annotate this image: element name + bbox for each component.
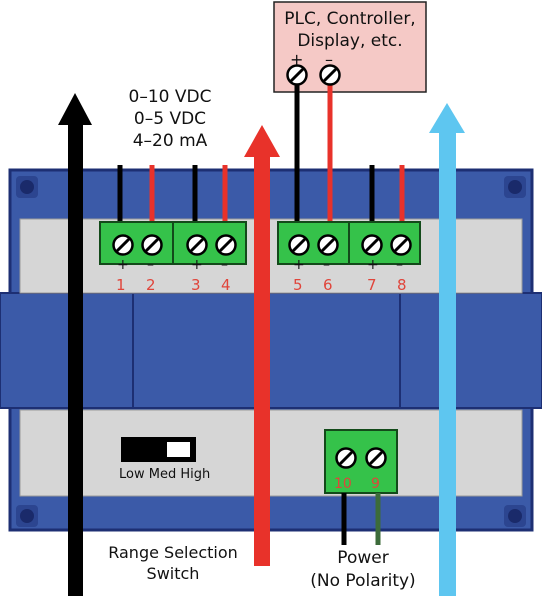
terminal-number: 2	[146, 276, 156, 294]
terminal-sign: –	[396, 257, 403, 273]
range-caption-line2: Switch	[146, 564, 200, 583]
bottom-panel	[19, 409, 523, 497]
output-range-line2: 0–5 VDC	[133, 109, 207, 129]
plc-plus-sign: +	[290, 50, 304, 69]
mount-hole-icon	[16, 176, 526, 527]
black-arrow-icon	[58, 93, 92, 596]
plc-box-label: PLC, Controller, Display, etc.	[274, 8, 426, 52]
power-terminal-block	[324, 429, 398, 494]
terminal-sign: –	[221, 257, 228, 273]
plc-box-line2: Display, etc.	[297, 31, 403, 51]
range-switch-icon[interactable]	[121, 437, 196, 462]
output-range-line1: 0–10 VDC	[128, 87, 212, 107]
terminal-number: 7	[367, 276, 377, 294]
blue-arrow-icon	[429, 103, 465, 596]
switch-label: Low Med High	[119, 467, 211, 482]
terminal-block-5-8	[277, 221, 421, 265]
power-caption: Power (No Polarity)	[296, 547, 430, 593]
output-range-line3: 4–20 mA	[132, 131, 208, 151]
terminal-sign: –	[147, 257, 154, 273]
terminal-number: 9	[371, 476, 380, 492]
red-arrow-icon	[244, 125, 280, 566]
power-caption-line1: Power	[337, 548, 389, 568]
terminal-number: 5	[293, 276, 303, 294]
terminal-sign: –	[323, 257, 330, 273]
range-caption-line1: Range Selection	[108, 543, 238, 562]
terminal-number: 8	[397, 276, 407, 294]
terminal-sign: +	[367, 257, 379, 273]
terminal-sign: +	[191, 257, 203, 273]
terminal-block-1-4	[99, 221, 247, 265]
output-range-labels: 0–10 VDC 0–5 VDC 4–20 mA	[110, 86, 230, 152]
terminal-number: 1	[116, 276, 126, 294]
terminal-number: 6	[323, 276, 333, 294]
terminal-number: 3	[191, 276, 201, 294]
terminal-number: 4	[221, 276, 231, 294]
terminal-sign: +	[293, 257, 305, 273]
terminal-number: 10	[334, 476, 352, 492]
terminal-sign: +	[117, 257, 129, 273]
power-caption-line2: (No Polarity)	[310, 571, 416, 591]
range-switch-caption: Range Selection Switch	[98, 542, 248, 584]
plc-minus-sign: –	[325, 50, 333, 69]
plc-box-line1: PLC, Controller,	[284, 9, 416, 29]
